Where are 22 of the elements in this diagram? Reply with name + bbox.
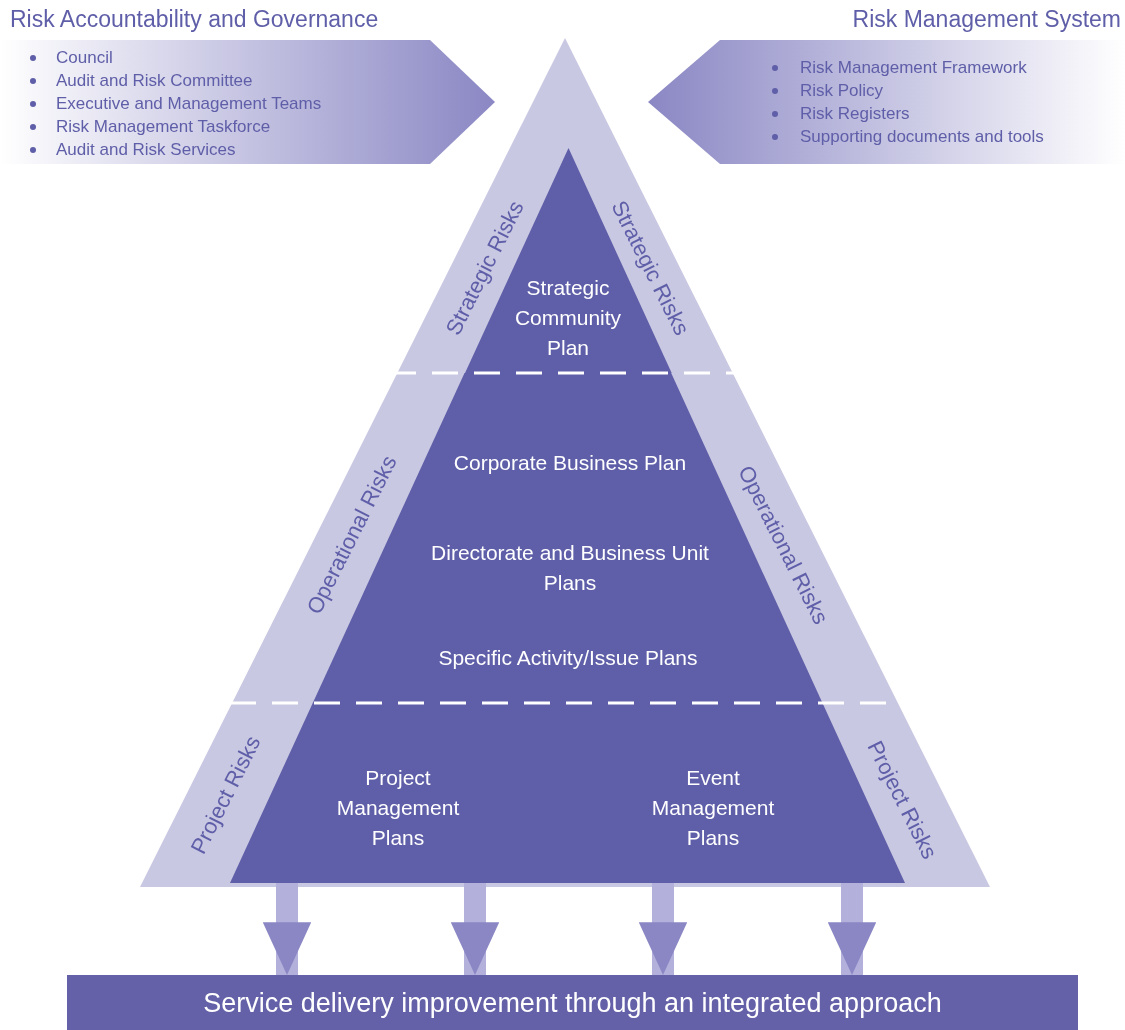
bullet-item: Risk Management Framework <box>800 57 1027 79</box>
heading: Risk Management System <box>852 5 1121 34</box>
plan-label: Strategic Community Plan <box>513 276 622 361</box>
bullet-item: Risk Registers <box>800 103 910 125</box>
banner-bar: Service delivery improvement through an integrated approach <box>67 975 1078 1030</box>
bullet-item: Risk Management Taskforce <box>56 116 271 138</box>
bullet-item: Council <box>56 47 113 69</box>
plan-label: Event Management Plans <box>650 765 776 851</box>
down-arrow <box>450 883 500 975</box>
heading: Risk Accountability and Governance <box>10 5 379 34</box>
plan-label: Corporate Business Plan <box>452 450 688 476</box>
bullet-item: Supporting documents and tools <box>800 126 1044 148</box>
plan-label: Project Management Plans <box>335 765 461 851</box>
plan-label: Specific Activity/Issue Plans <box>437 645 699 671</box>
bullet-item: Audit and Risk Services <box>56 139 236 161</box>
plan-label: Directorate and Business Unit Plans <box>430 540 710 596</box>
down-arrow <box>262 883 312 975</box>
bullet-item: Executive and Management Teams <box>56 93 322 115</box>
down-arrow <box>827 883 877 975</box>
down-arrow <box>638 883 688 975</box>
bullet-item: Risk Policy <box>800 80 884 102</box>
bullet-item: Audit and Risk Committee <box>56 70 253 92</box>
